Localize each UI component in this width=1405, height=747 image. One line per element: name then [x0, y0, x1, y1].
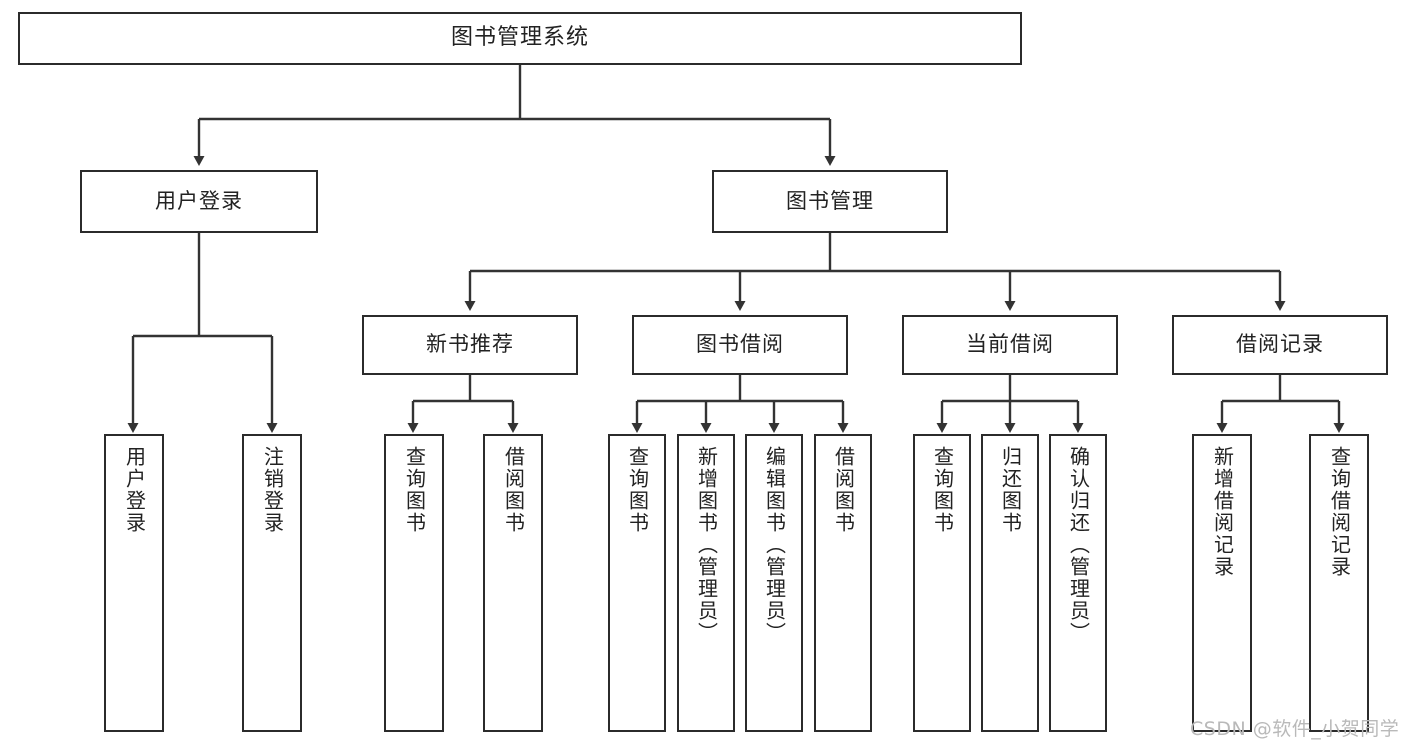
leaf-label: 新增图书（管理员） — [694, 446, 719, 644]
leaf-label: 新增借阅记录 — [1210, 446, 1235, 578]
leaf-book-borrow-query[interactable]: 查询图书 — [608, 434, 666, 732]
leaf-borrow-record-add[interactable]: 新增借阅记录 — [1192, 434, 1252, 732]
node-book-management-label: 图书管理 — [786, 188, 874, 213]
leaf-label: 注销登录 — [260, 446, 285, 534]
node-user-login[interactable]: 用户登录 — [80, 170, 318, 233]
leaf-borrow-record-query[interactable]: 查询借阅记录 — [1309, 434, 1369, 732]
leaf-current-borrow-confirm[interactable]: 确认归还（管理员） — [1049, 434, 1107, 732]
node-borrow-record[interactable]: 借阅记录 — [1172, 315, 1388, 375]
node-current-borrow[interactable]: 当前借阅 — [902, 315, 1118, 375]
leaf-user-login-logout[interactable]: 注销登录 — [242, 434, 302, 732]
node-user-login-label: 用户登录 — [155, 188, 243, 213]
node-book-management[interactable]: 图书管理 — [712, 170, 948, 233]
leaf-label: 确认归还（管理员） — [1066, 446, 1091, 644]
leaf-label: 用户登录 — [122, 446, 147, 534]
node-borrow-record-label: 借阅记录 — [1236, 332, 1324, 357]
leaf-label: 查询图书 — [402, 446, 427, 534]
leaf-current-borrow-return[interactable]: 归还图书 — [981, 434, 1039, 732]
node-new-book-recommend[interactable]: 新书推荐 — [362, 315, 578, 375]
leaf-label: 归还图书 — [998, 446, 1023, 534]
leaf-book-borrow-edit[interactable]: 编辑图书（管理员） — [745, 434, 803, 732]
leaf-label: 借阅图书 — [831, 446, 856, 534]
node-root[interactable]: 图书管理系统 — [18, 12, 1022, 65]
leaf-book-borrow-add[interactable]: 新增图书（管理员） — [677, 434, 735, 732]
leaf-new-book-borrow[interactable]: 借阅图书 — [483, 434, 543, 732]
leaf-label: 查询借阅记录 — [1327, 446, 1352, 578]
leaf-label: 查询图书 — [625, 446, 650, 534]
leaf-label: 借阅图书 — [501, 446, 526, 534]
leaf-label: 查询图书 — [930, 446, 955, 534]
leaf-book-borrow-borrow[interactable]: 借阅图书 — [814, 434, 872, 732]
watermark: CSDN @软件_小贺同学 — [1190, 718, 1400, 740]
leaf-label: 编辑图书（管理员） — [762, 446, 787, 644]
node-current-borrow-label: 当前借阅 — [966, 332, 1054, 357]
node-book-borrow[interactable]: 图书借阅 — [632, 315, 848, 375]
leaf-new-book-query[interactable]: 查询图书 — [384, 434, 444, 732]
leaf-user-login-login[interactable]: 用户登录 — [104, 434, 164, 732]
leaf-current-borrow-query[interactable]: 查询图书 — [913, 434, 971, 732]
node-book-borrow-label: 图书借阅 — [696, 332, 784, 357]
node-root-label: 图书管理系统 — [450, 25, 589, 51]
node-new-book-recommend-label: 新书推荐 — [426, 332, 514, 357]
